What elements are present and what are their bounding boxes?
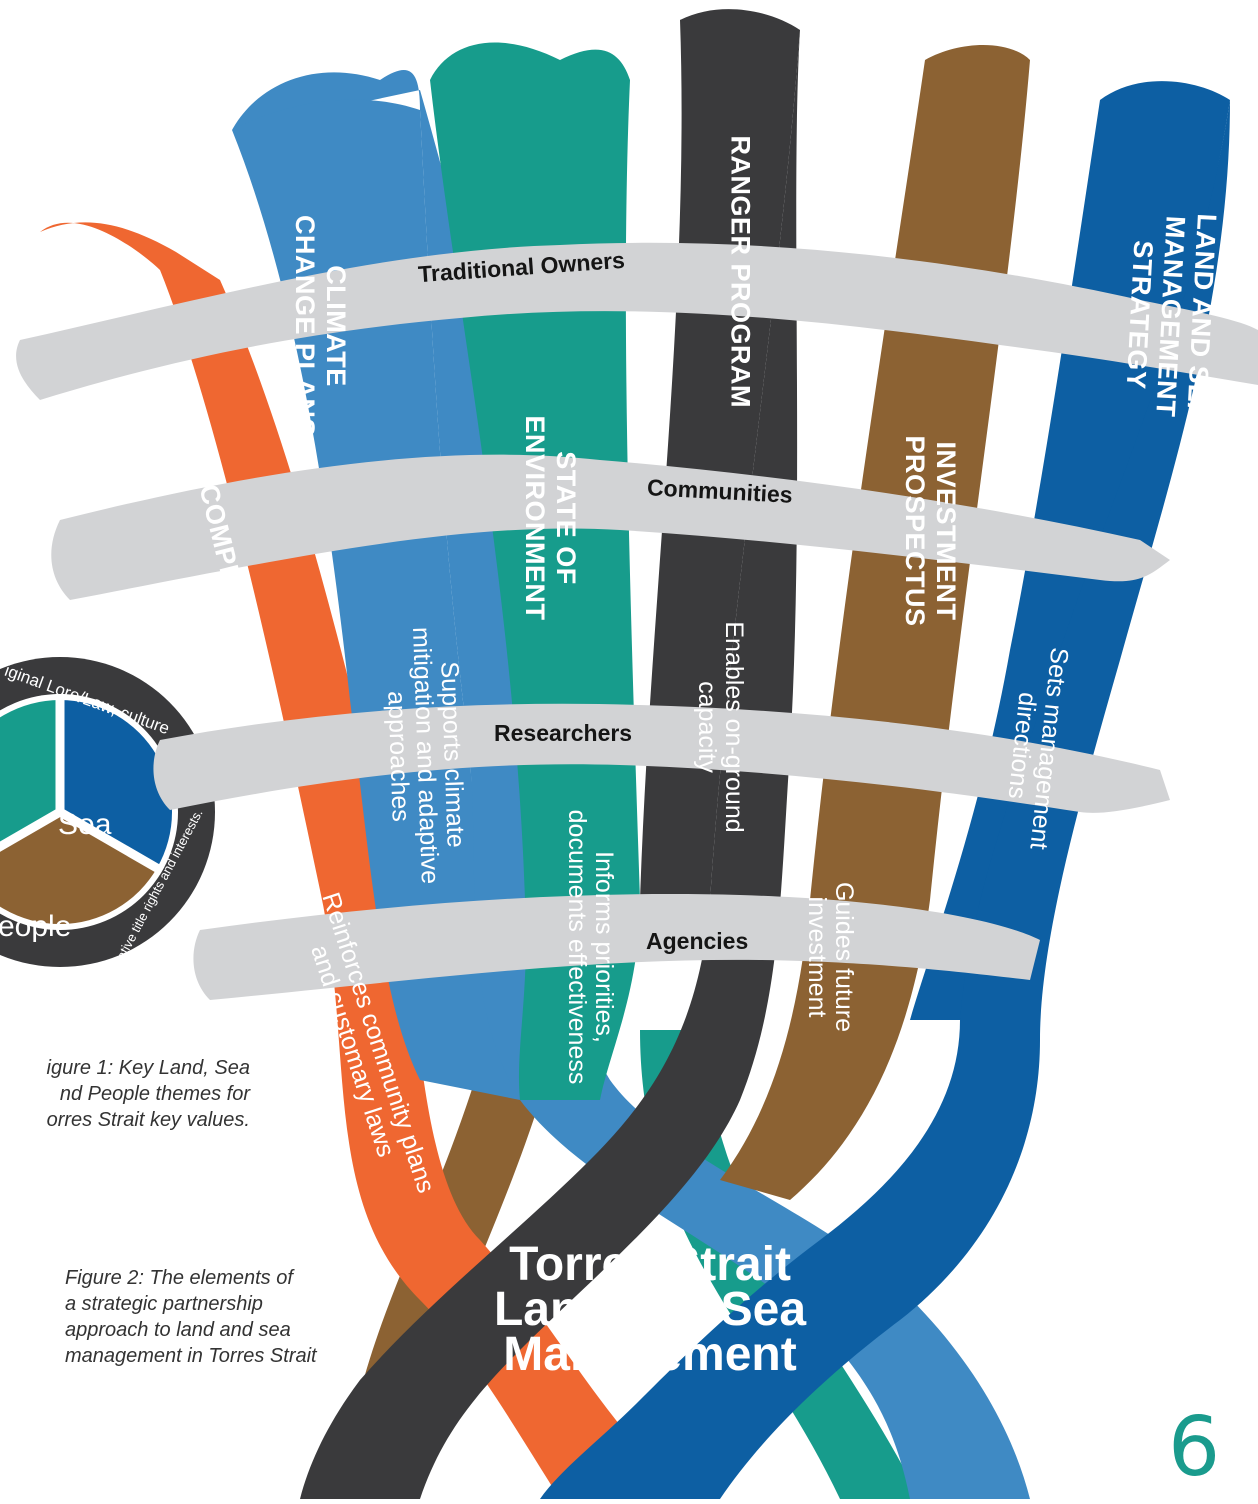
strand-desc-climate: Supports climate mitigation and adaptive… <box>382 626 470 885</box>
strand-ranger <box>300 9 800 1500</box>
figure1-sea-label: Sea <box>58 808 112 841</box>
band-label-agencies: Agencies <box>646 928 749 954</box>
band-researchers <box>153 703 1170 813</box>
main-title: Torres Strait Land and Sea Management <box>493 1238 807 1381</box>
figure2-caption: Figure 2: The elements of a strategic pa… <box>65 1267 317 1367</box>
strand-title-state: STATE OF ENVIRONMENT <box>520 415 581 621</box>
band-communities <box>51 454 1171 600</box>
strand-title-ranger: RANGER PROGRAM <box>725 135 756 409</box>
strand-desc-ranger: Enables on-ground capacity <box>693 621 748 833</box>
strand-desc-state: Informs priorities, documents effectiven… <box>563 809 618 1085</box>
page-number: 6 <box>1168 1400 1221 1495</box>
band-agencies <box>193 894 1040 1000</box>
figure1-circle <box>0 657 215 967</box>
strand-title-investment: INVESTMENT PROSPECTUS <box>900 435 961 627</box>
strand-title-strategy: LAND AND SEA MANAGEMENT STRATEGY <box>1120 212 1222 424</box>
strand-desc-investment: Guides future investment <box>803 881 858 1033</box>
strand-climate <box>232 70 1030 1499</box>
figure1-caption: igure 1: Key Land, Sea nd People themes … <box>46 1057 250 1131</box>
band-label-researchers: Researchers <box>494 720 633 746</box>
band-traditional-owners <box>16 242 1258 400</box>
strand-compliance <box>40 222 690 1500</box>
strand-title-climate: CLIMATE CHANGE PLANS <box>290 214 351 437</box>
figure1-people-label: eople <box>0 910 72 943</box>
